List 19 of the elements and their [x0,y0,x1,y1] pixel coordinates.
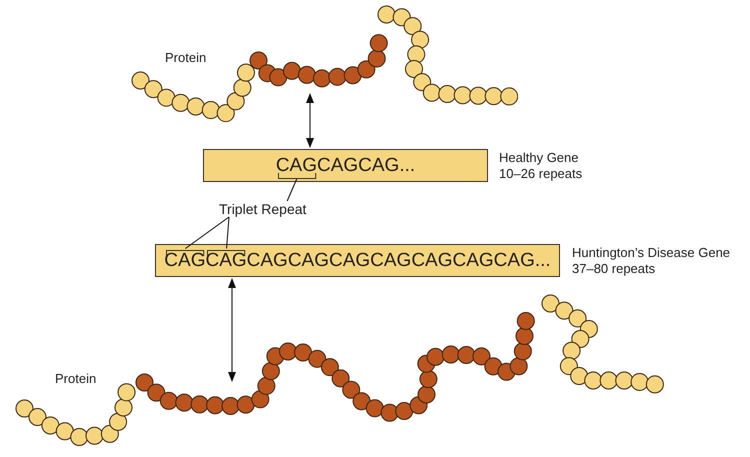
triplet-bracket [278,172,316,178]
leader-line [286,178,298,202]
protein-label: Protein [55,371,96,386]
protein-chain-drawing [130,4,518,122]
gene-name: Healthy Gene [499,150,578,165]
gene-box [155,244,560,277]
protein-chain-drawing [14,294,664,446]
repeat-count: 37–80 repeats [572,261,656,276]
gene-name: Huntington’s Disease Gene [572,245,730,260]
dna-sequence: CAGCAGCAGCAGCAGCAGCAGCAGCAG... [164,250,551,272]
dna-sequence: CAGCAGCAG... [276,154,416,176]
leader-line [226,216,230,249]
repeat-count: 10–26 repeats [499,166,582,181]
double-arrow [306,93,314,148]
gene-box [203,149,488,182]
leader-line [184,216,230,249]
double-arrow [228,278,236,382]
protein-label: Protein [165,50,206,65]
callout-text: Triplet Repeat [219,201,306,217]
